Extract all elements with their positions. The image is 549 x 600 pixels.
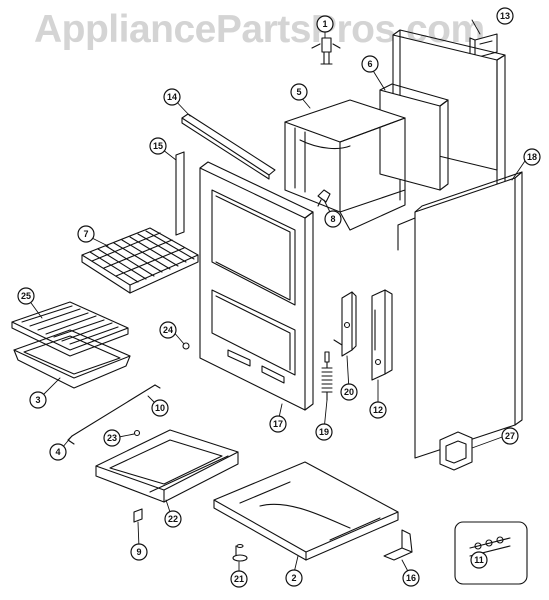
part-top-trim — [181, 113, 276, 180]
callout-9: 9 — [136, 547, 141, 557]
part-broiler-pan — [13, 329, 131, 389]
callout-8: 8 — [330, 214, 335, 224]
callout-25: 25 — [21, 291, 31, 301]
part-ignitor — [311, 37, 341, 65]
part-anti-tip-bracket — [383, 529, 413, 561]
part-side-panel — [397, 171, 523, 459]
callout-3: 3 — [35, 395, 40, 405]
callout-15: 15 — [153, 141, 163, 151]
callout-18: 18 — [527, 152, 537, 162]
part-door-spring — [321, 351, 333, 401]
part-broiler-drawer — [95, 429, 239, 503]
part-bottom-panel — [213, 461, 399, 561]
part-drawer-clip — [133, 508, 143, 523]
callout-labels: 1 2 3 4 5 6 7 8 9 10 11 12 13 14 15 16 1 — [17, 7, 541, 588]
part-oven-liner — [284, 99, 406, 231]
part-switch-box — [439, 431, 473, 471]
callout-23: 23 — [107, 433, 117, 443]
callout-24: 24 — [163, 325, 173, 335]
part-hinge — [371, 289, 393, 381]
callout-10: 10 — [155, 403, 165, 413]
part-oven-rack — [81, 227, 199, 294]
part-hinge-bracket — [333, 291, 357, 357]
callout-6: 6 — [367, 59, 372, 69]
part-nut — [133, 429, 141, 437]
part-clip — [317, 189, 331, 207]
callout-17: 17 — [273, 419, 283, 429]
callout-7: 7 — [83, 229, 88, 239]
callout-21: 21 — [234, 574, 244, 584]
part-front-frame — [199, 161, 314, 411]
callout-12: 12 — [373, 405, 383, 415]
callout-19: 19 — [319, 427, 329, 437]
callout-27: 27 — [505, 431, 515, 441]
callout-5: 5 — [296, 87, 301, 97]
callout-11: 11 — [474, 555, 484, 565]
callout-20: 20 — [344, 387, 354, 397]
part-side-trim — [175, 151, 185, 236]
part-screw — [182, 342, 190, 350]
callout-22: 22 — [168, 514, 178, 524]
callout-14: 14 — [167, 92, 177, 102]
callout-2: 2 — [291, 573, 296, 583]
part-broiler-grid — [11, 301, 129, 357]
callout-16: 16 — [406, 573, 416, 583]
callout-13: 13 — [500, 11, 510, 21]
callout-1: 1 — [322, 19, 327, 29]
part-kit-box — [454, 521, 528, 585]
callout-4: 4 — [55, 447, 60, 457]
part-leveling-leg — [232, 543, 248, 562]
